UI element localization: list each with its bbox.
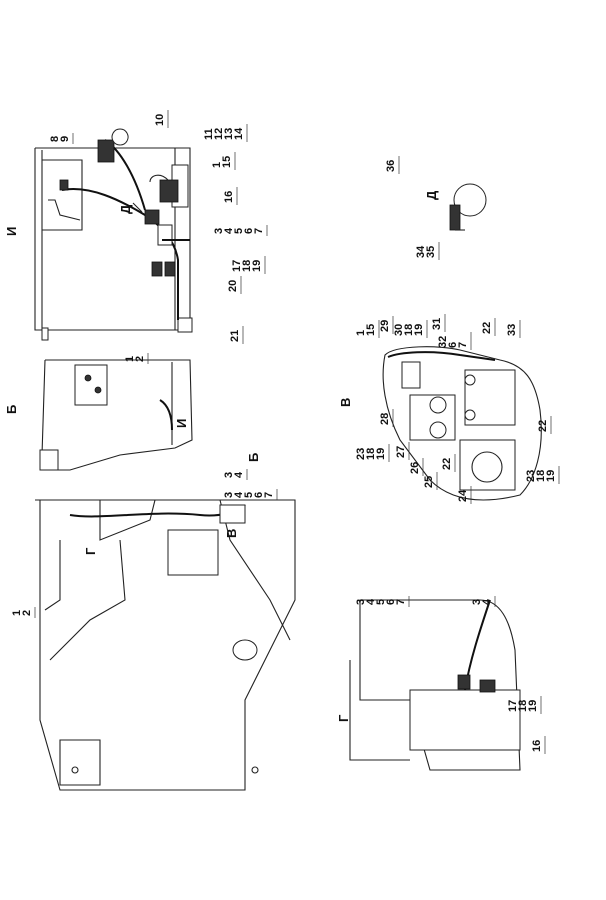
- callout-v-p: 231819: [525, 470, 557, 482]
- callout-i-a: 89: [49, 136, 71, 142]
- callout-v-o: 24: [457, 489, 469, 502]
- callout-v-e: 3267: [437, 336, 469, 348]
- callout-main-a: 34567: [223, 491, 275, 498]
- callout-v-d: 31: [431, 318, 443, 330]
- view-i-title: И: [4, 227, 19, 236]
- view-b-drawing: [39, 359, 193, 471]
- callout-b-a: 12: [124, 356, 146, 362]
- callout-g-b: 34: [471, 598, 493, 605]
- callout-main-b: 34: [223, 471, 245, 478]
- main-view-drawing: [35, 499, 296, 791]
- callout-i-b: 10: [154, 114, 166, 126]
- view-v-drawing: [382, 346, 542, 501]
- callout-v-k: 27: [395, 446, 407, 458]
- callout-v-j: 231819: [355, 448, 387, 460]
- main-arrow-b-label: Б: [246, 453, 261, 462]
- view-g-title: Г: [336, 714, 351, 722]
- callout-i-e: 16: [223, 191, 235, 203]
- callout-main-c: 12: [11, 610, 33, 616]
- callout-i-d: 115: [211, 156, 233, 168]
- callout-i-g: 171819: [231, 260, 263, 272]
- view-i-drawing: [34, 128, 193, 341]
- callout-v-l: 26: [409, 462, 421, 474]
- view-b-title: Б: [4, 405, 19, 414]
- callout-v-h: 22: [537, 420, 549, 432]
- main-arrow-v-label: В: [224, 529, 239, 538]
- callout-g-d: 16: [531, 740, 543, 752]
- callout-v-c: 301819: [393, 324, 425, 336]
- callout-i-f: 34567: [213, 227, 265, 234]
- callout-i-c: 11121314: [203, 127, 245, 140]
- callout-d-b: 3435: [415, 245, 437, 258]
- callout-v-f: 22: [481, 322, 493, 334]
- callout-g-a: 34567: [355, 598, 407, 605]
- view-d-arrow: [132, 202, 143, 213]
- callout-d-a: 36: [385, 160, 397, 172]
- callout-v-a: 115: [355, 324, 377, 336]
- view-d-title: Д: [424, 190, 439, 200]
- callout-i-i: 21: [229, 330, 241, 342]
- view-d-drawing: [449, 183, 487, 231]
- callout-v-i: 28: [379, 413, 391, 425]
- callout-v-g: 33: [506, 324, 518, 336]
- view-v-title: В: [338, 398, 353, 407]
- view-i-arrow-d-label: Д: [118, 204, 133, 214]
- main-arrow-g-label: Г: [83, 547, 98, 555]
- callout-i-h: 20: [227, 280, 239, 292]
- callout-v-n: 22: [441, 458, 453, 470]
- view-b-arrow-i-label: И: [174, 419, 189, 428]
- callout-labels: 89 10 11121314 115 16 34567 171819 20 21 12 34567 3…: [11, 110, 560, 754]
- view-g-drawing: [349, 599, 521, 771]
- callout-g-c: 171819: [507, 700, 539, 712]
- callout-v-b: 29: [379, 320, 391, 332]
- callout-v-m: 25: [423, 476, 435, 488]
